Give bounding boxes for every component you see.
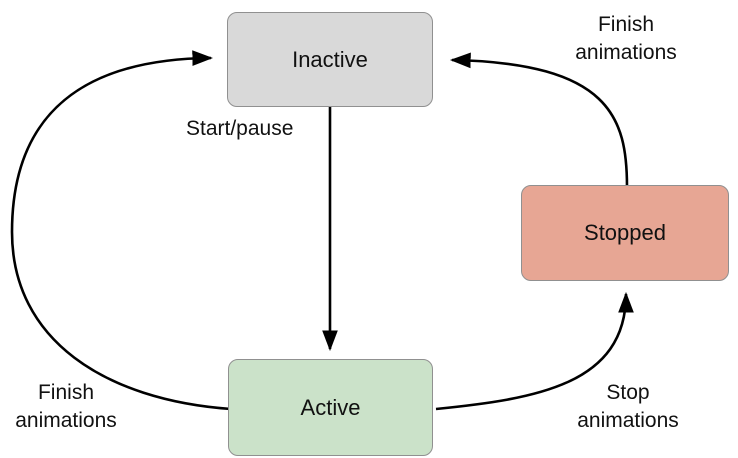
- edge-label-finish-animations-right: Finish animations: [575, 13, 677, 64]
- edge-stop-animations-arrow: [435, 291, 634, 411]
- edge-label-finish-animations-left: Finish animations: [15, 381, 117, 432]
- state-node-inactive-label: Inactive: [292, 46, 368, 72]
- edge-label-stop-animations: Stop animations: [577, 381, 679, 432]
- edge-finish-animations-left-arrow: [10, 50, 232, 411]
- edge-finish-animations-right-arrow: [449, 52, 629, 188]
- state-node-inactive: Inactive: [227, 12, 433, 107]
- state-node-active-label: Active: [300, 394, 361, 420]
- state-node-stopped: Stopped: [521, 185, 729, 281]
- state-node-active: Active: [228, 359, 433, 456]
- state-node-stopped-label: Stopped: [584, 220, 666, 245]
- edge-label-start-pause: Start/pause: [186, 117, 294, 140]
